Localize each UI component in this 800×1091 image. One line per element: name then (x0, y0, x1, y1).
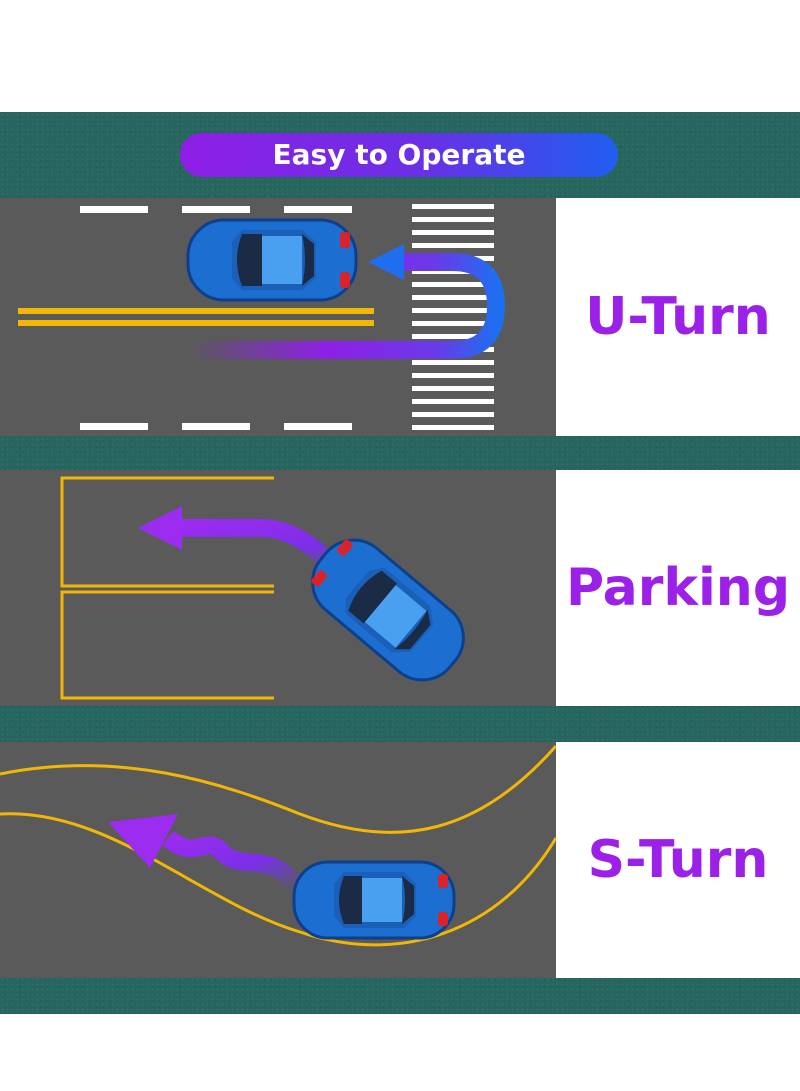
parking-road-scene (0, 470, 556, 706)
car-icon (186, 218, 358, 302)
s-turn-arrowhead (108, 814, 178, 868)
road-curves (0, 745, 556, 947)
u-turn-arrow (190, 253, 506, 359)
lane-dash (80, 206, 148, 213)
parking-arrowhead (138, 506, 182, 550)
u-turn-arrowhead (368, 244, 404, 280)
car-icon (292, 860, 456, 940)
lane-dash (284, 423, 352, 430)
s-turn-arrow (162, 830, 304, 892)
lane-dash (182, 206, 250, 213)
panel-label: U-Turn (585, 287, 771, 347)
lane-dash (80, 423, 148, 430)
u-turn-road-scene (0, 198, 556, 436)
label-box: Parking (556, 470, 800, 706)
parking-lines (60, 476, 274, 700)
center-line (18, 320, 374, 326)
road-surface (0, 470, 556, 706)
car-icon (311, 538, 465, 682)
center-line (18, 308, 374, 314)
lane-dash (284, 206, 352, 213)
panel-u-turn: U-Turn (0, 198, 800, 436)
label-box: U-Turn (556, 198, 800, 436)
panel-label: S-Turn (587, 830, 769, 890)
page-title: Easy to Operate (180, 133, 618, 177)
label-box: S-Turn (556, 742, 800, 978)
panel-parking: Parking (0, 470, 800, 706)
panel-label: Parking (565, 558, 791, 618)
lane-dash (182, 423, 250, 430)
s-turn-road-scene (0, 742, 556, 978)
panel-s-turn: S-Turn (0, 742, 800, 978)
